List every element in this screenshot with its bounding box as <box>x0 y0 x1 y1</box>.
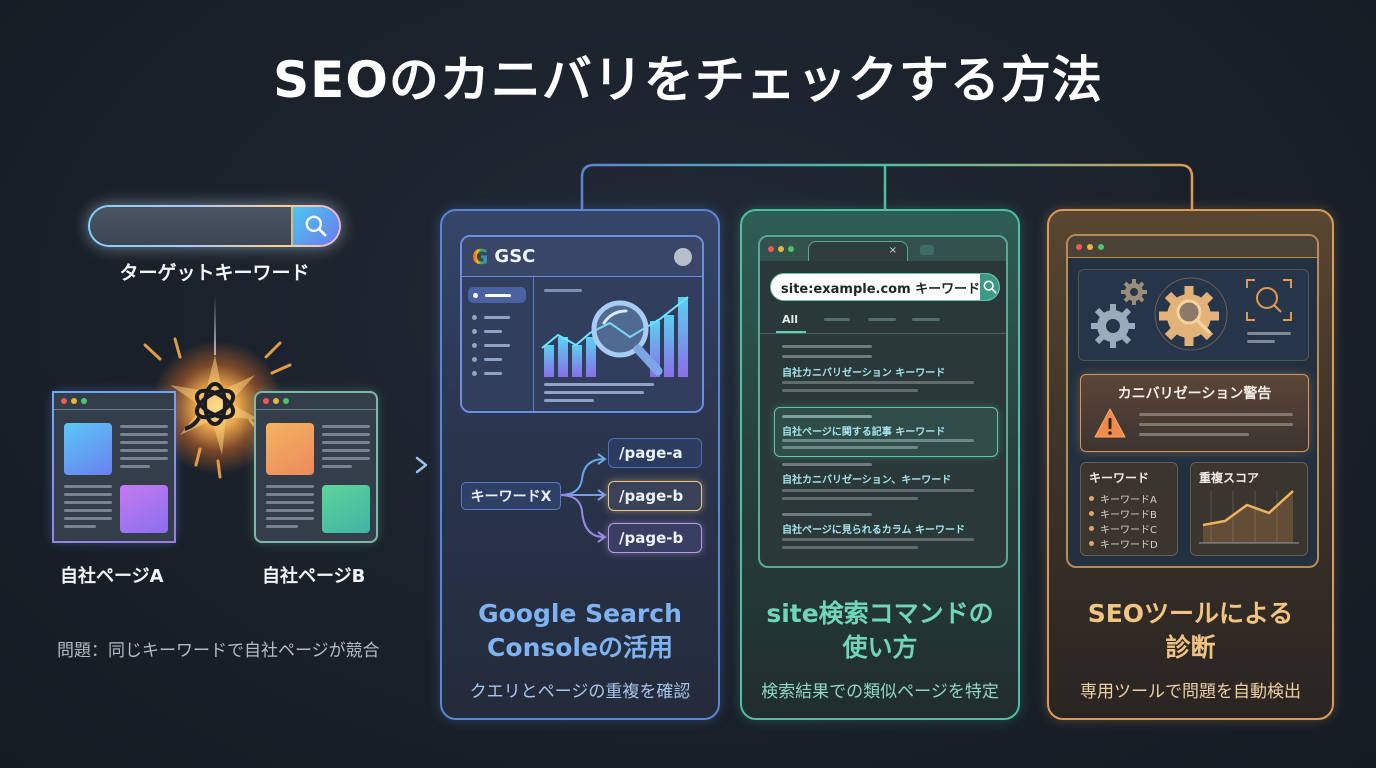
gsc-window: G GSC <box>460 235 704 413</box>
keyword-panel-title: キーワード <box>1089 471 1150 485</box>
result-title-3: 自社カニバリゼーション、キーワード <box>782 475 952 486</box>
search-button <box>980 274 999 300</box>
tab-close-icon: × <box>888 245 897 256</box>
keyword-item: キーワードD <box>1089 536 1158 551</box>
problem-statement: 問題：同じキーワードで自社ページが競合 <box>57 641 380 661</box>
site-query-text: site:example.com キーワード <box>781 281 981 297</box>
search-icon <box>983 280 997 294</box>
target-keyword-label: ターゲットキーワード <box>119 262 310 284</box>
tool-analysis-panel <box>1078 269 1309 361</box>
cards-connector-line <box>580 163 1194 211</box>
own-page-a-window <box>52 391 176 543</box>
tangled-knot-icon <box>185 382 236 431</box>
analytics-chart-magnifier-icon <box>541 296 689 402</box>
page-b-chip: /page-b <box>608 481 702 511</box>
card-title-line2: 診断 <box>1165 633 1216 662</box>
branch-arrows-icon <box>560 453 607 543</box>
own-page-b-label: 自社ページB <box>262 566 366 587</box>
tool-window: カニバリゼーション警告 キーワード キーワードA キーワードB キーワードC キ… <box>1066 234 1319 568</box>
arrow-right-icon <box>385 456 428 474</box>
site-search-input: site:example.com キーワード <box>770 273 1000 301</box>
keyword-item: キーワードB <box>1089 506 1157 521</box>
score-line-chart <box>1199 490 1299 544</box>
card-title-line1: Google Search <box>478 599 682 628</box>
card-google-search-console: G GSC <box>440 209 720 720</box>
page-b-duplicate-chip: /page-b <box>608 523 702 553</box>
card-title-line2: Consoleの活用 <box>487 633 673 662</box>
keyword-item: キーワードC <box>1089 521 1157 536</box>
keyword-list-panel: キーワード キーワードA キーワードB キーワードC キーワードD <box>1080 462 1178 556</box>
keyword-x-chip: キーワードX <box>461 482 561 510</box>
search-icon <box>305 215 327 237</box>
gsc-label: GSC <box>494 246 536 267</box>
page-title: SEOのカニバリをチェックする方法 <box>273 51 1103 109</box>
avatar-icon <box>674 247 692 266</box>
own-page-b-window <box>254 391 378 543</box>
google-logo-icon: G <box>472 244 489 269</box>
card-title-line2: 使い方 <box>842 633 918 662</box>
new-tab-icon <box>920 245 934 255</box>
browser-tab: × <box>808 241 908 261</box>
card-title-line1: site検索コマンドの <box>766 599 994 628</box>
keyword-item: キーワードA <box>1089 491 1157 506</box>
search-button <box>293 207 339 245</box>
result-title-2: 自社ページに関する記事 キーワード <box>782 427 946 438</box>
card-subtitle: 検索結果での類似ページを特定 <box>761 682 999 702</box>
duplicate-score-panel: 重複スコア <box>1190 462 1308 556</box>
card-seo-tool-diagnosis: カニバリゼーション警告 キーワード キーワードA キーワードB キーワードC キ… <box>1047 209 1334 720</box>
browser-window: × site:example.com キーワード All 自社カニバリゼーション… <box>758 235 1008 568</box>
own-page-a-label: 自社ページA <box>60 566 164 587</box>
connector-line <box>214 295 216 355</box>
page-a-chip: /page-a <box>608 438 702 468</box>
result-title-4: 自社ページに見られるカラム キーワード <box>782 525 965 536</box>
warning-title: カニバリゼーション警告 <box>1117 386 1272 402</box>
score-panel-title: 重複スコア <box>1199 471 1260 485</box>
card-subtitle: 専用ツールで問題を自動検出 <box>1080 682 1301 702</box>
result-title-1: 自社カニバリゼーション キーワード <box>782 368 946 379</box>
search-field <box>90 207 293 245</box>
card-title-line1: SEOツールによる <box>1087 599 1294 628</box>
warning-icon <box>1094 408 1126 438</box>
card-subtitle: クエリとページの重複を確認 <box>469 682 691 702</box>
gsc-sidebar <box>462 277 534 411</box>
tab-all: All <box>782 313 799 326</box>
gears-magnifier-icon <box>1091 277 1292 351</box>
target-keyword-search-bar <box>88 205 341 247</box>
cannibalization-warning-panel: カニバリゼーション警告 <box>1080 374 1309 452</box>
card-site-search-command: × site:example.com キーワード All 自社カニバリゼーション… <box>740 209 1020 720</box>
